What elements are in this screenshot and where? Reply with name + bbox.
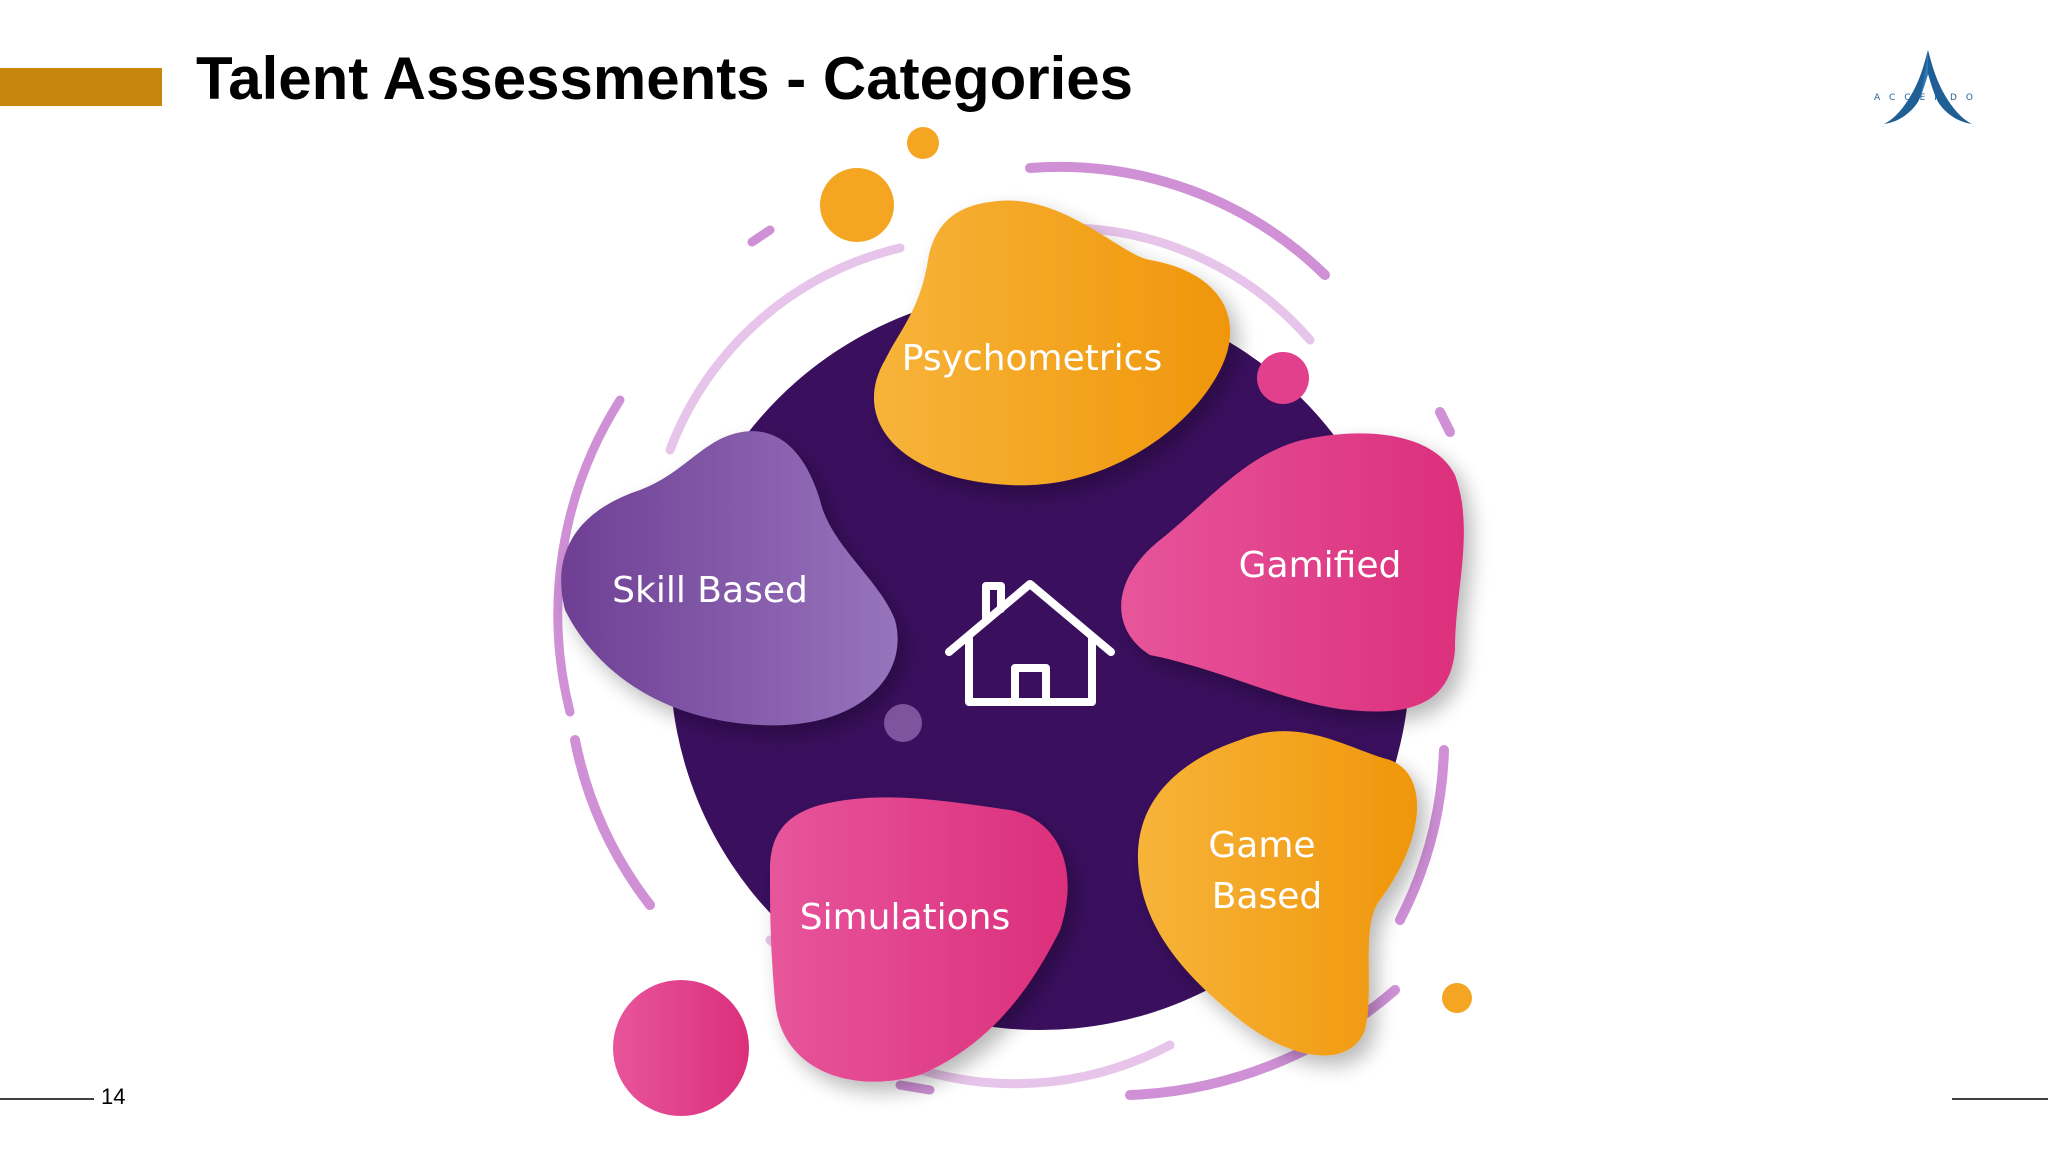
decorative-dot bbox=[1442, 983, 1472, 1013]
logo-wordmark: ACCENDO bbox=[1874, 93, 1982, 103]
title-accent-bar bbox=[0, 68, 162, 106]
footer-rule-left bbox=[0, 1098, 94, 1100]
skill-based-blob bbox=[561, 431, 898, 726]
decorative-dot bbox=[613, 980, 749, 1116]
gamified-label: Gamified bbox=[1239, 545, 1402, 586]
decorative-dot bbox=[907, 127, 939, 159]
psychometrics-label: Psychometrics bbox=[902, 338, 1162, 379]
game-based-label-line1: Game bbox=[1208, 825, 1315, 866]
house-icon bbox=[945, 580, 1115, 706]
game-based-label-line2: Based bbox=[1212, 876, 1323, 917]
simulations-label: Simulations bbox=[800, 897, 1011, 938]
footer-rule-right bbox=[1952, 1098, 2048, 1100]
category-gamified: Gamified bbox=[1121, 433, 1464, 712]
simulations-blob bbox=[770, 797, 1068, 1082]
decorative-dot bbox=[884, 704, 922, 742]
gamified-blob bbox=[1121, 433, 1464, 712]
decorative-dot bbox=[1257, 352, 1309, 404]
game-based-blob bbox=[1137, 731, 1418, 1056]
category-game-based: Game Based bbox=[1137, 731, 1418, 1056]
category-skill-based: Skill Based bbox=[561, 431, 898, 726]
categories-diagram: Psychometrics Gamified Game Based Simula… bbox=[520, 110, 1520, 1140]
category-psychometrics: Psychometrics bbox=[873, 200, 1231, 486]
category-simulations: Simulations bbox=[770, 797, 1068, 1082]
page-number: 14 bbox=[101, 1084, 126, 1109]
skill-based-label: Skill Based bbox=[612, 570, 808, 611]
accendo-logo: ACCENDO bbox=[1870, 44, 1986, 132]
decorative-dot bbox=[820, 168, 894, 242]
psychometrics-blob bbox=[873, 200, 1231, 486]
slide-title: Talent Assessments - Categories bbox=[196, 45, 1134, 112]
decorative-ring bbox=[553, 161, 1455, 1100]
